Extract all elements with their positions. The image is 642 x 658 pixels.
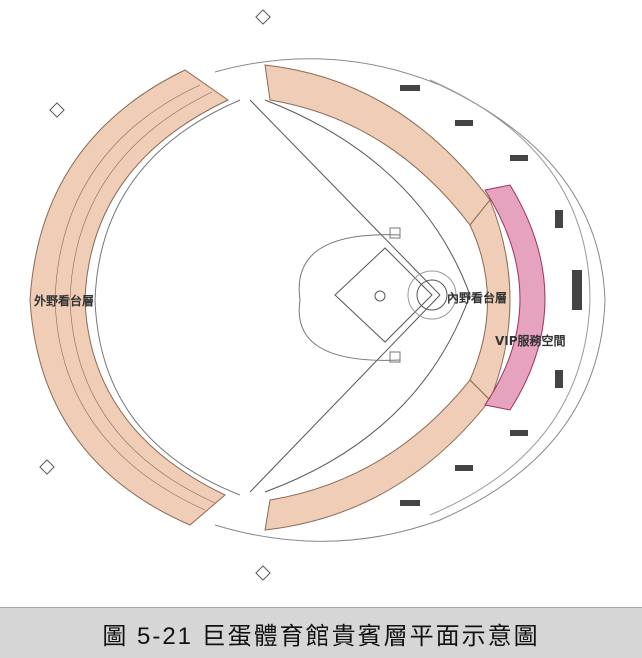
outer-envelope — [214, 58, 606, 542]
infield-stands-label: 內野看台層 — [447, 291, 508, 305]
pitcher-mound — [374, 290, 386, 302]
infield-stands-lower — [264, 379, 491, 531]
stadium-floor-plan — [29, 9, 606, 581]
outfield-seat-rows — [54, 84, 216, 511]
dugout-marker — [389, 351, 401, 363]
survey-markers — [39, 9, 271, 581]
facility-blocks — [400, 85, 582, 506]
foul-line-third — [249, 294, 441, 493]
vip-space-label: VIP服務空間 — [495, 334, 566, 348]
figure-caption: 圖 5-21 巨蛋體育館貴賓層平面示意圖 — [0, 607, 642, 658]
home-plate-circle — [416, 279, 448, 311]
foul-line-first — [249, 99, 441, 296]
infield-stands-upper — [264, 64, 491, 226]
outer-envelope-2 — [429, 79, 591, 516]
field-edge — [264, 99, 471, 493]
outfield-fence — [94, 99, 241, 496]
vip-service-area — [484, 184, 546, 411]
outfield-stands-label: 外野看台層 — [34, 294, 95, 308]
dugout-marker — [389, 227, 401, 239]
outfield-stands — [29, 69, 229, 526]
infield-diamond — [334, 247, 433, 343]
home-plate-circle-outer — [407, 270, 457, 320]
infield-arc — [298, 234, 401, 361]
